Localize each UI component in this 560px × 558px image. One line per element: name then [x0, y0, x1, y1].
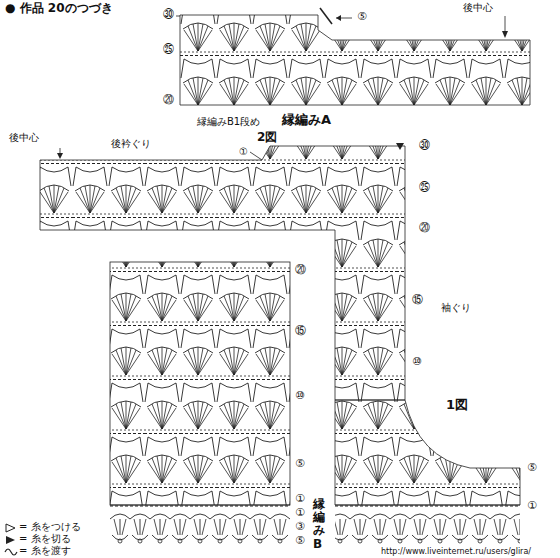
row-number: ③: [294, 521, 306, 534]
center-mark: 後中心: [462, 2, 494, 14]
row-number: ①: [294, 507, 306, 520]
row-number: ⑩: [411, 356, 423, 369]
legend-text: = 糸を切る: [18, 533, 72, 545]
watermark: http://www.liveinternet.ru/users/glira/: [380, 547, 532, 556]
row-number: ①: [294, 493, 306, 506]
row-number: ⑮: [294, 325, 307, 338]
edging-name: 縁編みB: [312, 498, 326, 551]
row-number: ⑤: [356, 11, 368, 24]
legend-text: = 糸をつける: [18, 521, 82, 533]
chart-title: ● 作品 20のつづき: [4, 2, 114, 16]
row-number: ⑤: [294, 535, 306, 548]
center-mark: 後中心: [8, 132, 40, 144]
edging-name: 縁編みA: [281, 113, 332, 128]
armhole-label: 袖ぐり: [440, 302, 472, 314]
row-number: ①: [238, 146, 249, 158]
neckline-label: 後衿ぐり: [110, 138, 152, 150]
row-number: ⑩: [294, 390, 306, 403]
row-number: ㉕: [162, 44, 175, 57]
row-number: ⑮: [411, 294, 424, 307]
row-number: ⑤: [526, 462, 538, 475]
edging-note: 縁編みB1段め: [196, 116, 261, 128]
row-number: ㉕: [418, 182, 431, 195]
row-number: ⑳: [294, 264, 307, 277]
row-number: ㉚: [162, 9, 175, 22]
legend-text: = 糸を渡す: [18, 545, 72, 557]
row-number: ①: [526, 500, 538, 513]
row-number: ⑳: [162, 94, 175, 107]
row-number: ⑤: [294, 458, 306, 471]
figure-number: 1図: [445, 398, 469, 413]
row-number: ⑳: [418, 222, 431, 235]
row-number: ㉚: [418, 140, 431, 153]
figure-number: 2図: [256, 131, 278, 145]
